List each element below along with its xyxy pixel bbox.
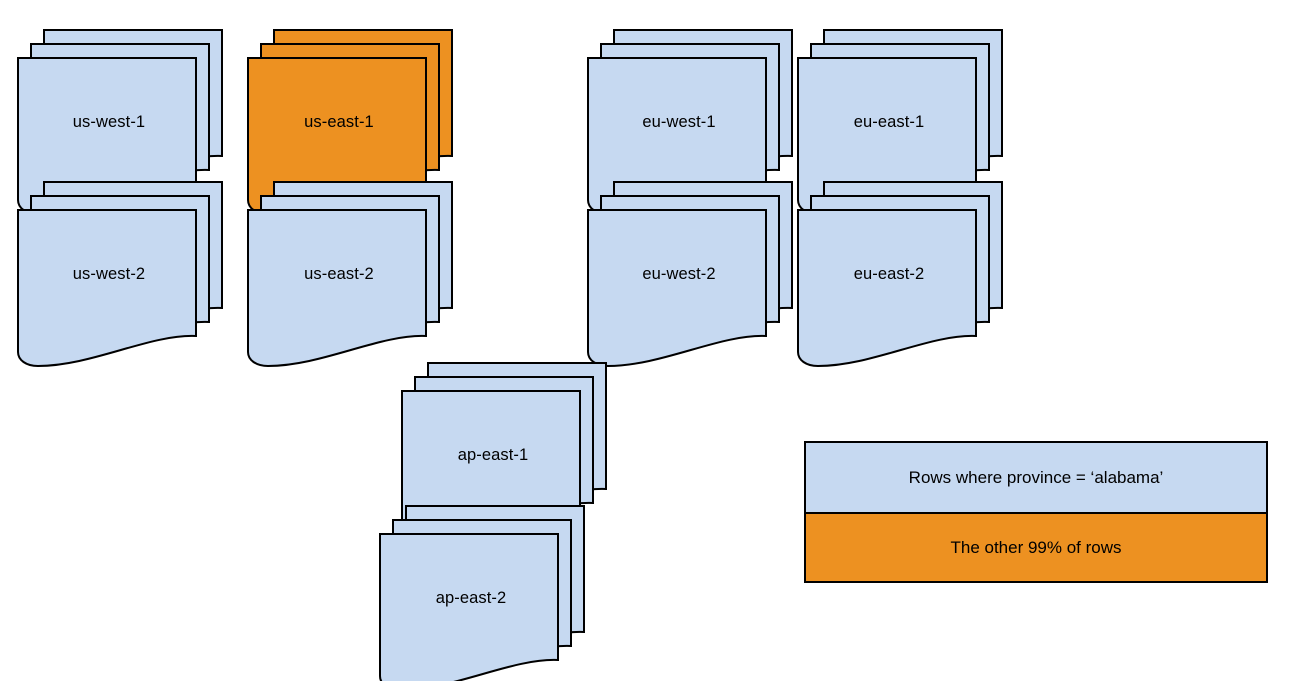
legend-item-label: The other 99% of rows (950, 537, 1122, 557)
document-stack-shape (797, 29, 1003, 216)
document-stack-shape (247, 29, 453, 216)
document-sheet-front (797, 209, 977, 368)
document-sheet-front (247, 209, 427, 368)
document-stack-label: eu-west-1 (642, 113, 716, 131)
document-stack-label: ap-east-1 (457, 446, 529, 464)
legend-item-label: Rows where province = ‘alabama’ (908, 467, 1164, 487)
document-stack-shape (17, 181, 223, 368)
document-stack-eu-east-2[interactable]: eu-east-2 (797, 181, 1030, 368)
document-stack-label: us-east-2 (304, 265, 374, 283)
document-stack-label: eu-west-2 (642, 265, 716, 283)
document-stack-label: eu-east-1 (853, 113, 925, 131)
document-stack-label: eu-east-2 (853, 265, 925, 283)
document-stack-label: us-east-1 (304, 113, 374, 131)
document-stack-label: ap-east-2 (435, 589, 507, 607)
document-stack-eu-west-1[interactable]: eu-west-1 (587, 29, 820, 216)
document-sheet-front (379, 533, 559, 681)
document-stack-shape (247, 181, 453, 368)
document-stack-ap-east-2[interactable]: ap-east-2 (379, 505, 612, 681)
document-stack-eu-west-2[interactable]: eu-west-2 (587, 181, 820, 368)
document-stack-us-west-2[interactable]: us-west-2 (17, 181, 250, 368)
document-stack-shape (587, 181, 793, 368)
legend-item-2: The other 99% of rows (806, 514, 1266, 581)
document-stack-eu-east-1[interactable]: eu-east-1 (797, 29, 1030, 216)
legend: Rows where province = ‘alabama’ The other… (804, 441, 1268, 583)
document-stack-shape (797, 181, 1003, 368)
document-stack-shape (17, 29, 223, 216)
document-stack-us-east-2[interactable]: us-east-2 (247, 181, 480, 368)
document-sheet-front (587, 209, 767, 368)
document-stack-shape (587, 29, 793, 216)
document-stack-label: us-west-1 (72, 113, 146, 131)
document-stack-label: us-west-2 (72, 265, 146, 283)
document-stack-us-west-1[interactable]: us-west-1 (17, 29, 250, 216)
legend-item-1: Rows where province = ‘alabama’ (806, 443, 1266, 514)
document-stack-us-east-1[interactable]: us-east-1 (247, 29, 480, 216)
document-stack-shape (379, 505, 585, 681)
document-sheet-front (17, 209, 197, 368)
